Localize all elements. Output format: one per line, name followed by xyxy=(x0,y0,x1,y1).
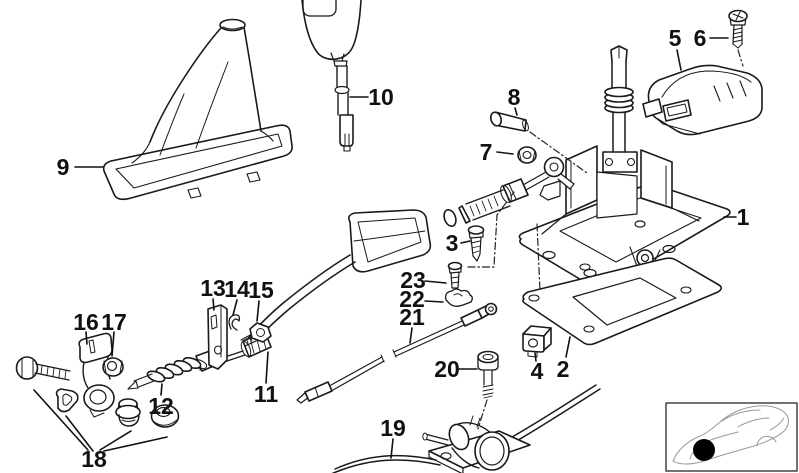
part-label-7: 7 xyxy=(480,139,493,165)
shift-lever-drawing xyxy=(301,0,362,152)
cable-bracket-drawing xyxy=(207,304,228,370)
mounting-hardware-drawing xyxy=(15,356,180,428)
clevis-pin-drawing xyxy=(489,111,529,132)
car-location-inset xyxy=(665,402,798,472)
leader-lines xyxy=(33,37,737,459)
cover-screw-drawing xyxy=(728,9,748,49)
part-label-18: 18 xyxy=(81,446,107,472)
part-label-23: 23 xyxy=(400,267,426,293)
part-label-11: 11 xyxy=(254,381,279,407)
solenoid-bolt-drawing xyxy=(477,350,499,399)
solenoid-drawing xyxy=(422,415,531,473)
part-label-3: 3 xyxy=(446,230,459,256)
interlock-rod-drawing xyxy=(296,302,498,404)
interlock-cable-housing-drawing xyxy=(331,384,601,473)
cable-clip-drawing xyxy=(444,288,473,307)
part-label-5: 5 xyxy=(669,25,682,51)
part-label-1: 1 xyxy=(737,204,750,230)
selector-cable-drawing xyxy=(197,156,575,371)
clip-screw-drawing xyxy=(447,261,463,289)
part-label-20: 20 xyxy=(434,356,460,382)
part-label-10: 10 xyxy=(368,84,394,110)
part-label-8: 8 xyxy=(508,84,521,110)
part-label-22: 22 xyxy=(399,286,425,312)
adjuster-spring-drawing xyxy=(127,350,217,390)
part-label-16: 16 xyxy=(73,309,99,335)
part-label-6: 6 xyxy=(694,25,707,51)
part-label-2: 2 xyxy=(557,356,570,382)
shift-boot-drawing xyxy=(102,18,293,201)
rubber-damper-drawing xyxy=(522,325,552,358)
construction-lines xyxy=(467,49,744,430)
cover-housing-drawing xyxy=(642,64,763,136)
part-label-12: 12 xyxy=(148,393,174,419)
part-label-4: 4 xyxy=(531,358,544,384)
lock-washer-drawing xyxy=(228,314,241,331)
part-label-17: 17 xyxy=(101,309,127,335)
part-label-14: 14 xyxy=(224,276,250,302)
bracket-bolt-drawing xyxy=(240,322,272,347)
part-label-9: 9 xyxy=(57,154,70,180)
hex-nut-drawing xyxy=(102,357,124,377)
tapping-screw-drawing xyxy=(467,225,485,262)
support-bracket-drawing xyxy=(78,332,115,418)
part-label-21: 21 xyxy=(399,304,425,330)
cable-nut-drawing xyxy=(517,146,537,164)
part-label-13: 13 xyxy=(200,275,226,301)
gasket-plate-drawing xyxy=(522,257,723,346)
location-marker-dot xyxy=(693,439,715,461)
part-label-15: 15 xyxy=(248,277,274,303)
part-labels: 1 2 3 4 5 6 7 8 9 10 11 12 13 14 15 16 1… xyxy=(57,25,750,472)
part-label-19: 19 xyxy=(380,415,406,441)
